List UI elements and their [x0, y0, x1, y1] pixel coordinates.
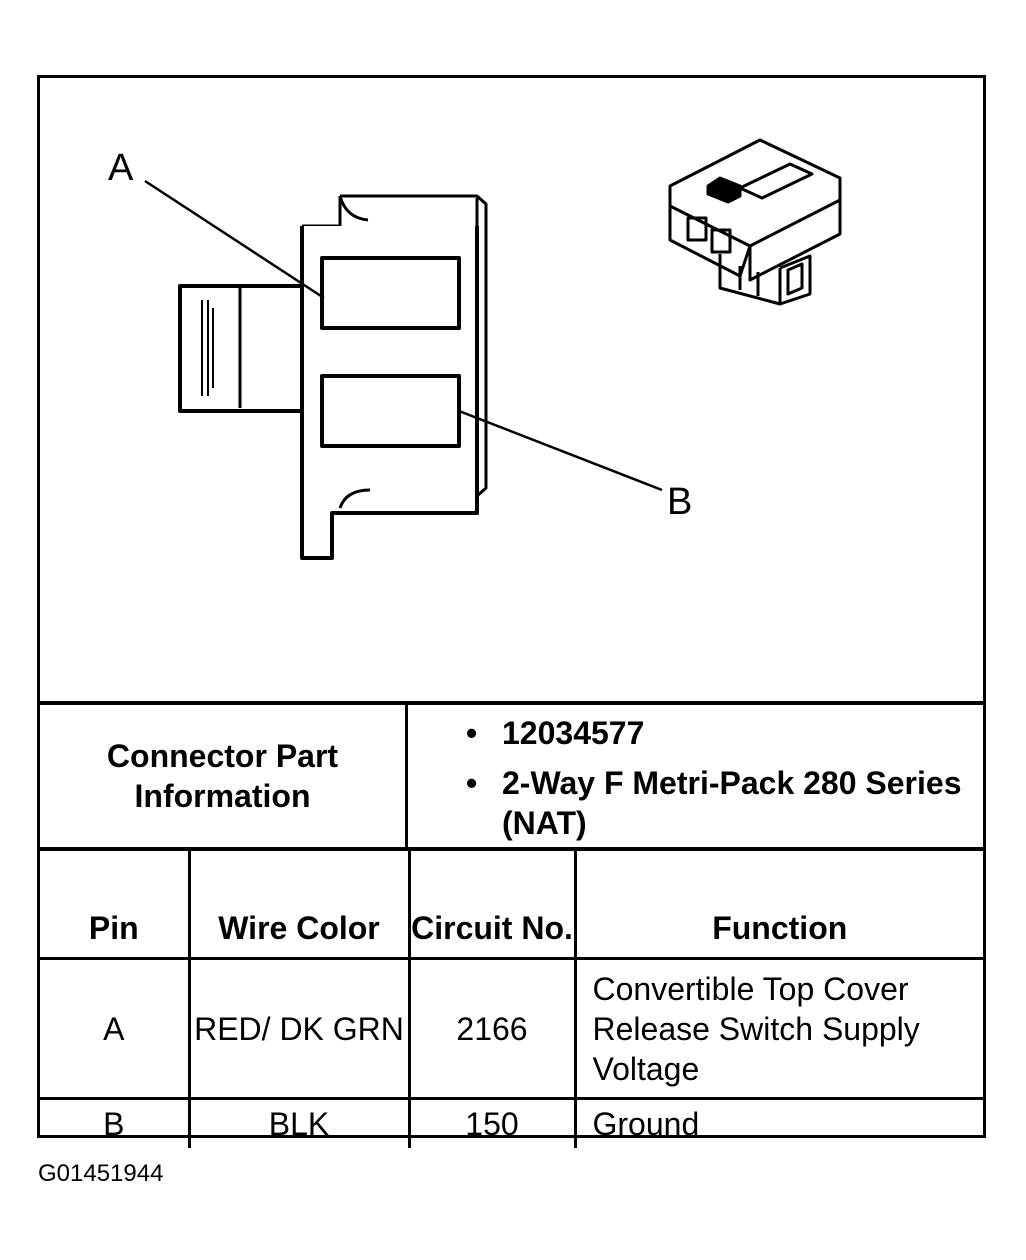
- connector-info-item: • 12034577: [408, 713, 983, 753]
- callout-label-a: A: [108, 147, 134, 189]
- cell-function: Ground: [573, 1097, 983, 1148]
- connector-info-row: Connector Part Information • 12034577 • …: [40, 701, 983, 851]
- connector-drawing: A B: [108, 138, 842, 560]
- connector-info-list: • 12034577 • 2-Way F Metri-Pack 280 Seri…: [408, 705, 983, 847]
- connector-latch-tab: [178, 284, 307, 413]
- cavity-a: [320, 256, 461, 330]
- callout-label-b: B: [667, 481, 692, 523]
- leader-line-b: [458, 409, 663, 492]
- figure-frame: A B Connector Part Information •: [37, 75, 986, 1148]
- connector-face: [300, 194, 488, 560]
- header-function: Function: [573, 851, 983, 960]
- connector-type: 2-Way F Metri-Pack 280 Series (NAT): [502, 765, 962, 841]
- connector-info-item: • 2-Way F Metri-Pack 280 Series (NAT): [408, 763, 983, 843]
- connector-isometric-icon: [668, 138, 842, 306]
- part-number: 12034577: [502, 715, 645, 751]
- connector-diagram: A B: [40, 78, 983, 701]
- cell-function: Convertible Top Cover Release Switch Sup…: [573, 957, 983, 1100]
- connector-info-label: Connector Part Information: [40, 705, 408, 847]
- header-circuit-no: Circuit No.: [407, 851, 577, 960]
- cell-pin: B: [40, 1097, 191, 1148]
- cell-circuit-no: 2166: [407, 957, 577, 1100]
- table-row: B BLK 150 Ground: [40, 1097, 983, 1148]
- table-row: A RED/ DK GRN 2166 Convertible Top Cover…: [40, 957, 983, 1100]
- cell-wire-color: RED/ DK GRN: [187, 957, 411, 1100]
- cell-pin: A: [40, 957, 191, 1100]
- pin-table-header: Pin Wire Color Circuit No. Function: [40, 851, 983, 960]
- pin-table: Pin Wire Color Circuit No. Function A RE…: [40, 851, 983, 1148]
- header-wire-color: Wire Color: [187, 851, 411, 960]
- figure-id: G01451944: [38, 1160, 164, 1187]
- bullet-icon: •: [466, 765, 478, 801]
- header-pin: Pin: [40, 851, 191, 960]
- cell-wire-color: BLK: [187, 1097, 411, 1148]
- bullet-icon: •: [466, 715, 478, 751]
- cell-circuit-no: 150: [407, 1097, 577, 1148]
- leader-line-a: [144, 179, 325, 300]
